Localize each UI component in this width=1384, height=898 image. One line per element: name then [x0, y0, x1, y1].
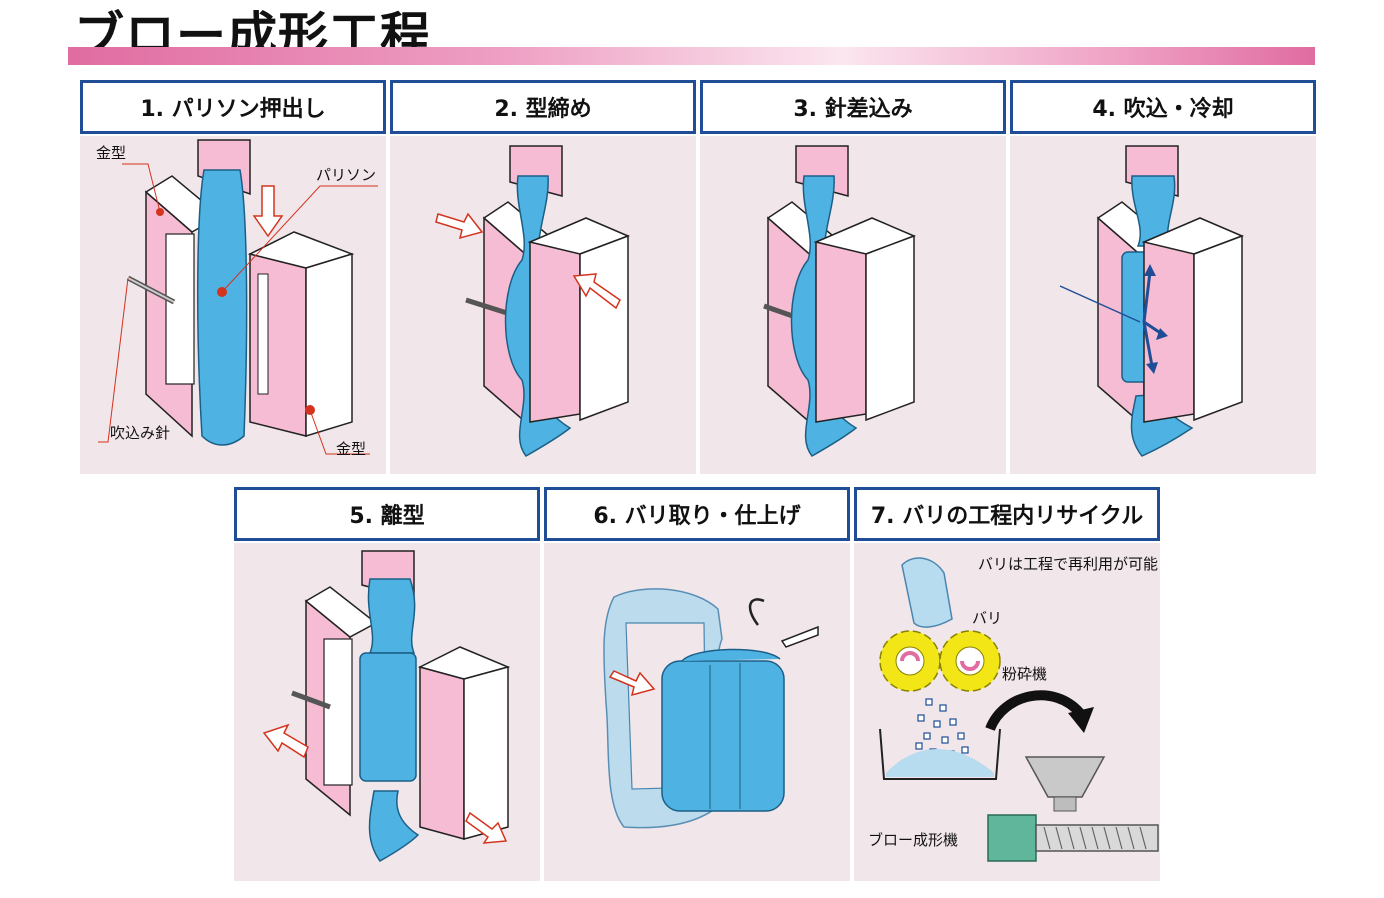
- annotation-blow-needle: 吹込み針: [110, 424, 171, 442]
- step-illustration-3: [700, 136, 1006, 474]
- step-illustration-7: バリは工程で再利用が可能 バリ 粉砕機 ブロー成形機: [854, 543, 1160, 881]
- step-panel-4: 4. 吹込・冷却: [1010, 80, 1316, 474]
- step-header-6: 6. バリ取り・仕上げ: [544, 487, 850, 541]
- step-panel-1: 1. パリソン押出し: [80, 80, 386, 474]
- step-header-7: 7. バリの工程内リサイクル: [854, 487, 1160, 541]
- step-header-5: 5. 離型: [234, 487, 540, 541]
- step-illustration-1: 金型 パリソン 吹込み針 金型: [80, 136, 386, 474]
- annotation-mold-upper: 金型: [96, 144, 127, 162]
- step-header-3: 3. 針差込み: [700, 80, 1006, 134]
- annotation-flash: バリ: [972, 609, 1003, 627]
- step-illustration-4: [1010, 136, 1316, 474]
- annotation-blow-molding-machine: ブロー成形機: [868, 831, 959, 849]
- step-header-4: 4. 吹込・冷却: [1010, 80, 1316, 134]
- step-panel-7: 7. バリの工程内リサイクル: [854, 487, 1160, 881]
- annotation-parison: パリソン: [316, 166, 377, 184]
- annotation-crusher: 粉砕機: [1002, 665, 1048, 683]
- step-illustration-6: [544, 543, 850, 881]
- step-header-1: 1. パリソン押出し: [80, 80, 386, 134]
- annotation-recycle-note: バリは工程で再利用が可能: [978, 555, 1159, 573]
- step-panel-2: 2. 型締め: [390, 80, 696, 474]
- title-underline-bar: [68, 47, 1315, 65]
- step-illustration-5: [234, 543, 540, 881]
- step-header-2: 2. 型締め: [390, 80, 696, 134]
- step-panel-6: 6. バリ取り・仕上げ: [544, 487, 850, 881]
- step-panel-3: 3. 針差込み: [700, 80, 1006, 474]
- annotation-mold-lower: 金型: [336, 440, 367, 458]
- step-panel-5: 5. 離型: [234, 487, 540, 881]
- step-illustration-2: [390, 136, 696, 474]
